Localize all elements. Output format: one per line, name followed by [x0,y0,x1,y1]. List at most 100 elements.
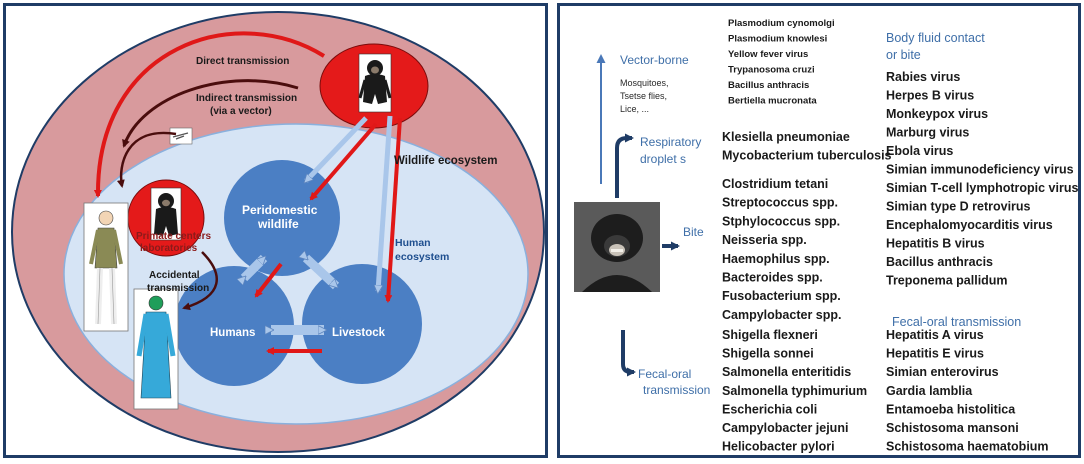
pathogen-name: Simian enterovirus [886,365,999,379]
pathogen-name: Treponema pallidum [886,274,1008,288]
vector-to-human-arrow [116,131,177,188]
fecal-oral-label: Fecal-oral [638,367,691,381]
vector-fly-image [169,127,193,145]
pathogen-name: Bacillus anthracis [728,80,809,91]
indirect-transmission-label-2: (via a vector) [210,106,272,117]
body-fluid-heading: Body fluid contact [886,31,985,45]
livestock-circle [302,264,422,384]
wildlife-ecosystem-label: Wildlife ecosystem [394,155,497,167]
pathogen-name: Shigella sonnei [722,347,814,361]
pathogen-name: Stphylococcus spp. [722,214,840,228]
pathogen-name: Salmonella enteritidis [722,365,851,379]
pathogen-name: Rabies virus [886,70,960,84]
pathogen-name: Plasmodium cynomolgi [728,18,835,29]
peridomestic-to-humans-red-arrow [254,262,283,298]
livestock-label: Livestock [332,327,386,339]
peridomestic-livestock-arrow [306,258,340,290]
indirect-transmission-arrow [122,79,299,148]
pathogen-name: Simian type D retrovirus [886,200,1031,214]
direct-transmission-label: Direct transmission [196,56,289,67]
accidental-transmission-label: transmission [147,283,209,294]
peridomestic-label-2: wildlife [257,217,299,231]
wildlife-to-livestock-blue-arrow [378,115,393,291]
laboratories-label: laboratories [140,243,198,254]
pathogen-name: Clostridium tetani [722,177,828,191]
pathogen-name: Streptococcus spp. [722,196,838,210]
pathogen-name: Haemophilus spp. [722,252,830,266]
pathogen-name: Schistosoma haematobium [886,440,1049,454]
pathogen-name: Hepatitis B virus [886,237,985,251]
lab-worker-figure [133,288,179,410]
ecosystem-diagram: Direct transmission Indirect transmissio… [11,11,545,453]
pathogen-name: Mycobacterium tuberculosis [722,149,892,163]
direct-transmission-arrow [93,31,326,198]
pathogen-name: Yellow fever virus [728,49,808,60]
pathogen-name: Escherichia coli [722,402,817,416]
bite-label: Bite [683,225,704,239]
pathogen-name: Marburg virus [886,126,969,140]
pathogen-name: Hepatitis E virus [886,347,984,361]
wildlife-to-livestock-red-arrow [384,117,402,303]
accidental-transmission-arrow [182,251,218,311]
pathogen-name: Helicobacter pylori [722,440,835,454]
fecal-oral-heading: Fecal-oral transmission [892,315,1021,329]
pathogen-name: Neisseria spp. [722,233,807,247]
wildlife-to-peridomestic-blue-arrow [306,116,368,181]
peridomestic-humans-arrow [244,254,268,278]
pathogen-name: Campylobacter jejuni [722,421,848,435]
ecosystem-diagram-panel: Direct transmission Indirect transmissio… [3,3,548,458]
humans-label: Humans [210,327,255,339]
pathogen-name: Bacteroides spp. [722,271,823,285]
pathogen-name: Klesiella pneumoniae [722,130,850,144]
vector-sub-1: Mosquitoes, [620,78,669,88]
fecal-oral-arrow [621,330,636,377]
pathogen-name: Salmonella typhimurium [722,384,867,398]
primate-centers-label: Primate centers [136,231,211,242]
respiratory-label-2: droplet s [640,152,686,166]
pathogen-name: Bacillus anthracis [886,255,993,269]
pathogen-name: Fusobacterium spp. [722,289,841,303]
fecal-oral-label-2: transmission [643,383,710,397]
humans-circle [174,266,294,386]
vector-sub-2: Tsetse flies, [620,91,667,101]
pathogen-routes-panel: Vector-borne Mosquitoes, Tsetse flies, L… [557,3,1081,458]
pathogen-name: Monkeypox virus [886,107,988,121]
pathogen-name: Ebola virus [886,144,953,158]
respiratory-arrow [615,133,634,198]
accidental-label: Accidental [149,270,200,281]
pathogen-name: Shigella flexneri [722,328,818,342]
pathogen-name: Schistosoma mansoni [886,421,1019,435]
pathogen-name: Trypanosoma cruzi [728,65,815,76]
pathogen-name: Hepatitis A virus [886,328,984,342]
vector-borne-label: Vector-borne [620,53,689,67]
primate-center-chimpanzee-image [150,187,182,241]
pathogen-name: Simian T-cell lymphotropic virus [886,181,1078,195]
pathogen-name: Encephalomyocarditis virus [886,218,1053,232]
pathogen-name: Entamoeba histolitica [886,402,1016,416]
respiratory-label: Respiratory [640,135,701,149]
vector-sub-3: Lice, ... [620,104,649,114]
pathogen-name: Herpes B virus [886,89,974,103]
pathogen-name: Simian immunodeficiency virus [886,163,1074,177]
human-man-figure [83,202,129,332]
pathogen-name: Bertiella mucronata [728,96,817,107]
peridomestic-wildlife-circle [224,160,340,276]
pathogen-name: Gardia lamblia [886,384,973,398]
human-ecosystem-label-2: ecosystem [395,251,449,263]
peridomestic-label: Peridomestic [242,203,318,217]
wildlife-to-peridomestic-red-arrow [309,122,378,201]
body-fluid-heading-2: or bite [886,48,921,62]
pathogen-name: Campylobacter spp. [722,308,841,322]
human-ecosystem-label: Human [395,237,431,249]
pathogen-name: Plasmodium knowlesi [728,34,827,45]
pathogen-routes-diagram: Vector-borne Mosquitoes, Tsetse flies, L… [574,18,1078,454]
indirect-transmission-label: Indirect transmission [196,93,297,104]
wild-chimpanzee-image [358,53,392,113]
chimpanzee-photo [574,202,660,292]
